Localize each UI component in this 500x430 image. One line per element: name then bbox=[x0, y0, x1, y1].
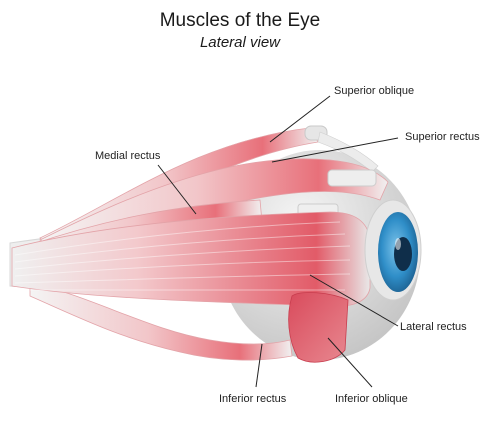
superior-oblique-tendon bbox=[317, 131, 379, 173]
leader-superior-oblique bbox=[269, 95, 331, 143]
superior-rectus-insertion bbox=[327, 169, 377, 187]
label-medial-rectus: Medial rectus bbox=[95, 150, 161, 162]
label-inferior-oblique: Inferior oblique bbox=[335, 393, 408, 405]
leader-inferior-rectus bbox=[255, 343, 263, 388]
label-inferior-rectus: Inferior rectus bbox=[219, 393, 287, 405]
inferior-oblique-muscle bbox=[288, 292, 349, 363]
lateral-rectus-muscle bbox=[11, 211, 371, 307]
leader-superior-rectus bbox=[271, 137, 399, 163]
diagram-subtitle: Lateral view bbox=[199, 34, 281, 51]
lateral-rectus-striations bbox=[14, 221, 351, 291]
leader-inferior-oblique bbox=[327, 337, 373, 388]
pupil-highlight bbox=[395, 238, 401, 250]
label-superior-oblique: Superior oblique bbox=[334, 85, 415, 97]
label-superior-rectus: Superior rectus bbox=[405, 131, 480, 143]
label-lateral-rectus: Lateral rectus bbox=[400, 321, 467, 333]
leader-medial-rectus bbox=[157, 164, 197, 215]
diagram-title: Muscles of the Eye bbox=[159, 10, 321, 31]
leader-lateral-rectus bbox=[309, 274, 399, 327]
